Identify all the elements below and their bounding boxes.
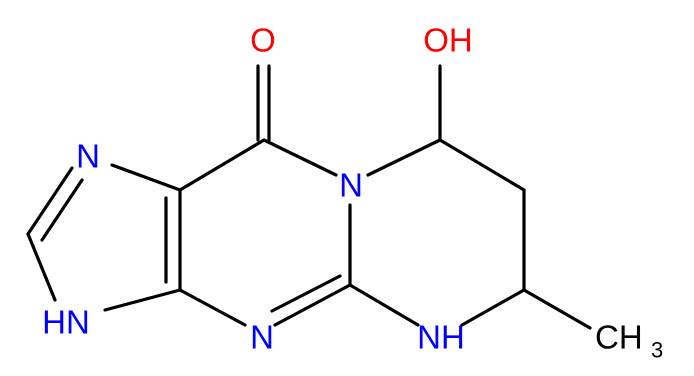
bond-ch-nh (26, 232, 57, 302)
methyl-label: CH 3 (595, 319, 663, 363)
bond-c-nh (460, 288, 526, 327)
ring-junction-n-label: N (339, 167, 363, 204)
methyl-subscript: 3 (651, 338, 663, 363)
bond-c2-nh (348, 283, 420, 327)
bond-c-ch3 (522, 288, 592, 330)
bond-c9-c9a (178, 138, 266, 192)
bonds (26, 64, 592, 330)
bond-c9a-n (110, 163, 182, 192)
bond-n-ch-inner (40, 178, 84, 242)
bond-c3a-n (178, 288, 247, 327)
bond-n-c2-inner (270, 274, 342, 313)
methyl-ch-label: CH (595, 319, 643, 356)
bond-c9-n (262, 138, 338, 177)
pyrimidine-n-label: N (250, 319, 274, 356)
bond-n-c2 (273, 283, 352, 327)
imidazole-nh-label: HN (42, 304, 90, 341)
carbonyl-oxygen-label: O (250, 22, 276, 59)
bond-njunction-c (366, 138, 442, 177)
hydroxyl-label: OH (423, 22, 473, 59)
bond-c-ch2 (438, 138, 526, 192)
atom-labels: O OH N N HN N NH CH 3 (42, 22, 663, 363)
amine-nh-label: NH (417, 319, 465, 356)
bond-n-ch (26, 166, 74, 236)
imidazole-n-label: N (76, 138, 100, 175)
bond-nh-c3a (103, 288, 182, 312)
